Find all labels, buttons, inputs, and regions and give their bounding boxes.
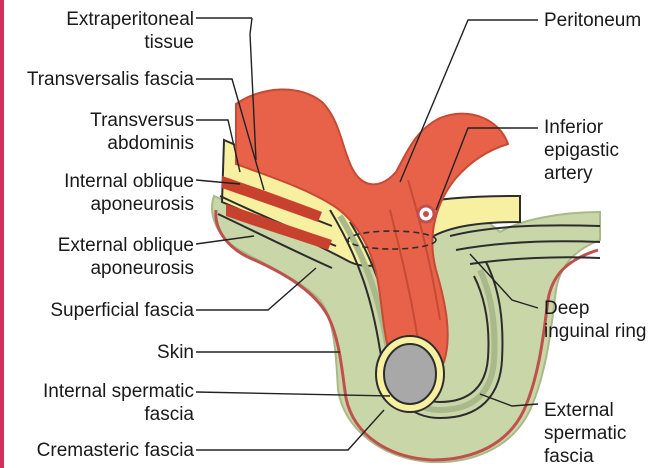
label-inferior-epigastic-artery: Inferior epigastic artery xyxy=(544,116,619,185)
label-line: aponeurosis xyxy=(64,193,194,216)
label-line: abdominis xyxy=(90,132,194,155)
label-line: artery xyxy=(544,162,619,185)
label-internal-oblique-aponeurosis: Internal oblique aponeurosis xyxy=(64,170,194,216)
artery-lumen xyxy=(423,211,429,217)
label-line: Deep xyxy=(544,297,646,320)
label-line: epigastic xyxy=(544,139,619,162)
testis xyxy=(384,344,436,404)
label-line: Cremasteric fascia xyxy=(37,439,194,462)
label-transversus-abdominis: Transversus abdominis xyxy=(90,109,194,155)
label-line: Extraperitoneal xyxy=(66,8,194,31)
label-external-oblique-aponeurosis: External oblique aponeurosis xyxy=(58,234,194,280)
page-edge-border xyxy=(0,0,4,468)
label-line: fascia xyxy=(544,445,626,468)
label-line: External oblique xyxy=(58,234,194,257)
label-line: Transversus xyxy=(90,109,194,132)
label-line: Transversalis fascia xyxy=(27,68,194,91)
label-line: tissue xyxy=(66,31,194,54)
label-line: inguinal ring xyxy=(544,320,646,343)
label-cremasteric-fascia: Cremasteric fascia xyxy=(37,439,194,462)
label-line: Skin xyxy=(157,341,194,364)
label-internal-spermatic-fascia: Internal spermatic fascia xyxy=(43,380,194,426)
label-external-spermatic-fascia: External spermatic fascia xyxy=(544,399,626,468)
label-line: aponeurosis xyxy=(58,257,194,280)
label-skin: Skin xyxy=(157,341,194,364)
label-deep-inguinal-ring: Deep inguinal ring xyxy=(544,297,646,343)
label-extraperitoneal-tissue: Extraperitoneal tissue xyxy=(66,8,194,54)
label-line: Inferior xyxy=(544,116,619,139)
label-transversalis-fascia: Transversalis fascia xyxy=(27,68,194,91)
label-peritoneum: Peritoneum xyxy=(544,9,641,32)
label-line: Superficial fascia xyxy=(50,299,194,322)
label-line: Internal spermatic xyxy=(43,380,194,403)
label-superficial-fascia: Superficial fascia xyxy=(50,299,194,322)
label-line: fascia xyxy=(43,403,194,426)
label-line: Internal oblique xyxy=(64,170,194,193)
label-line: Peritoneum xyxy=(544,9,641,32)
label-line: spermatic xyxy=(544,422,626,445)
label-line: External xyxy=(544,399,626,422)
